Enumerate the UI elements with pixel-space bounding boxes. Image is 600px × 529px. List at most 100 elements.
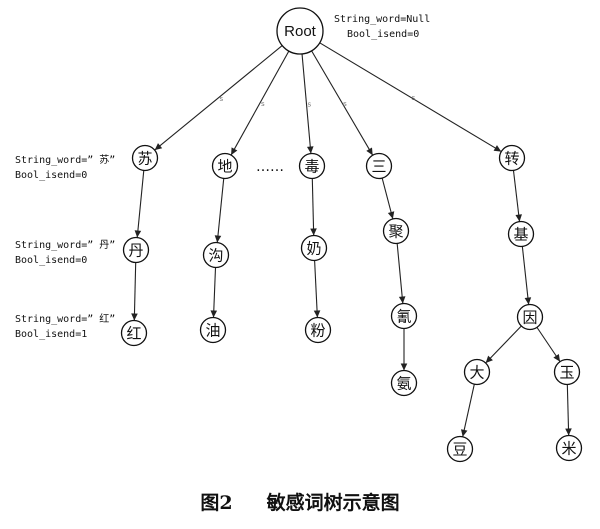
node-0-0-char: 苏	[137, 150, 152, 168]
edge-root-3	[311, 50, 374, 156]
node-4-split-1-0: 玉	[553, 358, 581, 386]
edge-4-split-0-0-arrowhead	[485, 355, 493, 363]
node-4-split-0-1: 豆	[446, 435, 474, 463]
node-annotations: String_word=NullBool_isend=0String_word=…	[15, 14, 430, 340]
figure-title: 敏感词树示意图	[266, 492, 400, 514]
edge-4-split-0-0	[485, 325, 522, 364]
node-0-2-char: 红	[126, 325, 141, 343]
node-4-split-1-1-char: 米	[561, 440, 576, 458]
node-4-split-1-1: 米	[555, 434, 583, 462]
node-0-1: 丹	[122, 236, 150, 264]
node-1-2-char: 油	[205, 322, 220, 340]
figure-number: 图2	[200, 492, 233, 514]
node-3-1: 聚	[382, 217, 410, 245]
node-3-1-circle	[382, 217, 410, 245]
edge-label: s	[307, 101, 311, 109]
edge-2-1-arrowhead	[310, 228, 317, 236]
node-4-2-char: 因	[522, 309, 537, 327]
annotation-1-bool-isend: Bool_isend=0	[15, 255, 87, 266]
edge-1-2-arrowhead	[210, 310, 218, 318]
node-4-split-1-1-circle	[555, 434, 583, 462]
edge-3-3-arrowhead	[400, 363, 408, 371]
edge-1-1-arrowhead	[214, 235, 222, 243]
edge-label: s	[219, 95, 223, 103]
edge-root-0-arrowhead	[154, 143, 163, 151]
edge-3-2-arrowhead	[398, 296, 406, 304]
edge-1-2	[212, 267, 217, 318]
node-3-0-char: 三	[371, 158, 386, 176]
annotation-0-string-word: String_word=” 苏”	[15, 153, 115, 166]
node-1-2-circle	[199, 316, 227, 344]
node-2-0-circle	[298, 152, 326, 180]
node-4-2-circle	[516, 303, 544, 331]
root-bool-isend: Bool_isend=0	[347, 29, 419, 40]
node-4-1: 基	[507, 220, 535, 248]
edge-0-2	[133, 262, 137, 321]
root-string-word: String_word=Null	[334, 14, 430, 25]
figure-caption: 图2 敏感词树示意图	[0, 488, 600, 515]
edge-2-2-arrowhead	[313, 310, 321, 318]
edge-label: s	[261, 100, 265, 108]
node-0-1-circle	[122, 236, 150, 264]
edge-0-1	[136, 170, 145, 238]
edge-0-1-arrowhead	[134, 230, 142, 238]
edge-4-split-1-1-arrowhead	[565, 428, 572, 436]
edge-1-1	[216, 178, 225, 243]
node-4-1-circle	[507, 220, 535, 248]
edge-root-3-arrowhead	[366, 147, 373, 156]
edge-label: s	[343, 100, 347, 108]
ellipsis: ……	[256, 159, 284, 175]
node-1-2: 油	[199, 316, 227, 344]
node-3-2-circle	[390, 302, 418, 330]
edge-4-split-1-1	[566, 384, 570, 436]
node-2-0: 毒	[298, 152, 326, 180]
node-4-1-char: 基	[513, 226, 528, 244]
edge-3-1-arrowhead	[387, 211, 395, 219]
node-4-2: 因	[516, 303, 544, 331]
edge-2-1	[311, 178, 315, 236]
node-0-1-char: 丹	[128, 242, 143, 260]
edge-0-2-arrowhead	[131, 313, 138, 321]
node-3-1-char: 聚	[388, 223, 403, 241]
node-1-1-circle	[202, 241, 230, 269]
root-node: Root	[276, 7, 324, 55]
node-2-0-char: 毒	[304, 158, 319, 176]
node-1-0: 地	[211, 152, 239, 180]
node-0-0-circle	[131, 144, 159, 172]
edge-root-0	[154, 45, 283, 151]
edge-4-1-arrowhead	[515, 214, 522, 222]
node-2-2-circle	[304, 316, 332, 344]
annotation-1-string-word: String_word=” 丹”	[15, 239, 115, 251]
node-4-split-0-0-circle	[463, 358, 491, 386]
edge-3-2	[396, 243, 404, 304]
node-4-0-circle	[498, 144, 526, 172]
node-2-1-char: 奶	[306, 240, 321, 258]
node-4-split-1-0-circle	[553, 358, 581, 386]
node-1-0-circle	[211, 152, 239, 180]
annotation-2-string-word: String_word=” 红”	[15, 312, 115, 325]
node-0-2-circle	[120, 319, 148, 347]
edge-4-2-arrowhead	[524, 297, 532, 305]
edge-root-2	[301, 53, 312, 154]
edge-root-4-arrowhead	[493, 145, 502, 152]
node-1-1-char: 沟	[208, 247, 223, 265]
node-1-1: 沟	[202, 241, 230, 269]
edge-2-2	[314, 260, 318, 318]
node-4-split-0-1-char: 豆	[452, 441, 467, 459]
node-3-2: 氰	[390, 302, 418, 330]
node-2-2: 粉	[304, 316, 332, 344]
node-2-2-char: 粉	[310, 322, 325, 340]
node-3-2-char: 氰	[396, 308, 411, 326]
edge-root-1	[230, 50, 290, 156]
node-3-0-circle	[365, 152, 393, 180]
edge-4-2	[521, 246, 530, 305]
node-3-3-circle	[390, 369, 418, 397]
node-4-0: 转	[498, 144, 526, 172]
edge-4-1	[512, 170, 521, 222]
node-0-0: 苏	[131, 144, 159, 172]
node-3-3-char: 氨	[396, 375, 411, 393]
node-4-split-0-0-char: 大	[469, 364, 484, 382]
edge-root-4	[319, 42, 502, 153]
